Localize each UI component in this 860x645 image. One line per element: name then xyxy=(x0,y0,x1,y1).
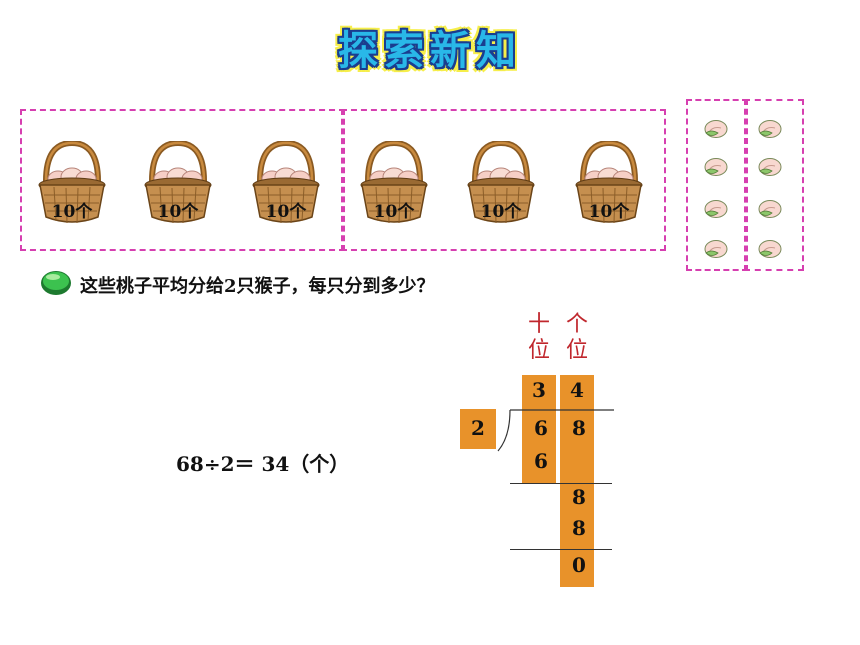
basket-count-label: 10个 xyxy=(480,202,522,222)
basket-count-label: 10个 xyxy=(157,202,199,222)
basket-count-label: 10个 xyxy=(373,202,415,222)
question-text: 这些桃子平均分给2只猴子，每只分到多少？ xyxy=(80,276,435,297)
divisor-digit: 2 xyxy=(471,416,485,440)
peach-basket: 10个 xyxy=(250,141,322,227)
basket-count-label: 10个 xyxy=(51,202,93,222)
peach-icon xyxy=(757,155,783,177)
peach-icon xyxy=(757,237,783,259)
peach-icon xyxy=(703,155,729,177)
page-title: 探索新知 xyxy=(338,28,522,74)
tens-column-highlight xyxy=(522,375,556,483)
loose-peach-column-2 xyxy=(744,99,804,271)
divisor-highlight xyxy=(460,409,496,449)
peach-icon xyxy=(703,197,729,219)
peach-icon xyxy=(703,117,729,139)
loose-peach-column-1 xyxy=(686,99,748,271)
peach-basket: 10个 xyxy=(142,141,214,227)
quotient-ones-digit: 4 xyxy=(570,378,584,402)
peach-basket: 10个 xyxy=(358,141,430,227)
tens-place-label: 十位 xyxy=(527,312,550,363)
remainder-digit: 0 xyxy=(572,553,586,577)
peach-basket: 10个 xyxy=(573,141,645,227)
bring-down-digit: 8 xyxy=(572,485,586,509)
equation-text: 68÷2＝ 34（个） xyxy=(176,452,350,476)
basket-count-label: 10个 xyxy=(265,202,307,222)
peach-icon xyxy=(703,237,729,259)
basket-group-right xyxy=(341,109,666,251)
ones-place-label: 个位 xyxy=(565,312,588,363)
peach-icon xyxy=(757,117,783,139)
step2-product-digit: 8 xyxy=(572,516,586,540)
subtraction-line-2 xyxy=(510,549,612,550)
peach-icon xyxy=(757,197,783,219)
step1-product-digit: 6 xyxy=(534,449,548,473)
peach-basket: 10个 xyxy=(36,141,108,227)
dividend-ones-digit: 8 xyxy=(572,416,586,440)
dividend-tens-digit: 6 xyxy=(534,416,548,440)
basket-group-left xyxy=(20,109,345,251)
subtraction-line-1 xyxy=(510,483,612,484)
peach-basket: 10个 xyxy=(465,141,537,227)
basket-count-label: 10个 xyxy=(588,202,630,222)
quotient-tens-digit: 3 xyxy=(532,378,546,402)
division-bracket xyxy=(496,405,616,459)
question-bullet-icon xyxy=(40,270,72,296)
